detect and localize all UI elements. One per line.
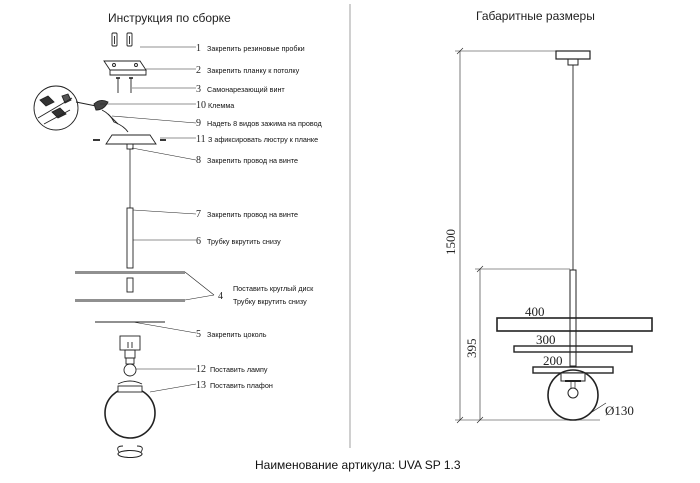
- canopy-top: [555, 50, 591, 66]
- svg-text:13: 13: [196, 380, 206, 391]
- canopy-icon: [93, 134, 166, 150]
- svg-text:6: 6: [196, 236, 201, 247]
- svg-text:Надеть 8 видов зажима на прово: Надеть 8 видов зажима на провод: [207, 119, 322, 128]
- step-10: 10 Клемма: [196, 100, 234, 111]
- mounting-bracket-icon: [103, 60, 147, 76]
- retaining-ring-icon: [117, 445, 143, 459]
- dim-shade-diameter: Ø130: [605, 403, 634, 418]
- svg-text:Закрепить провод на винте: Закрепить провод на винте: [207, 156, 298, 165]
- svg-text:9: 9: [196, 118, 201, 129]
- round-disc-icon: [75, 271, 185, 323]
- terminal-block-icon: [93, 99, 129, 133]
- step-1: 1 Закрепить резиновые пробки: [196, 43, 305, 54]
- disc-large: [496, 317, 653, 332]
- shade-sphere: [547, 369, 599, 421]
- svg-text:7: 7: [196, 209, 201, 220]
- svg-text:Закрепить резиновые пробки: Закрепить резиновые пробки: [207, 44, 305, 53]
- socket-icon: [119, 335, 141, 359]
- svg-text:Трубку вкрутить снизу: Трубку вкрутить снизу: [233, 297, 307, 306]
- glass-shade-icon: [104, 380, 156, 439]
- svg-text:5: 5: [196, 329, 201, 340]
- svg-text:Закрепить провод на винте: Закрепить провод на винте: [207, 210, 298, 219]
- rubber-plug-icon: [111, 32, 133, 47]
- step-2: 2 Закрепить планку к потолку: [196, 65, 300, 76]
- step-7: 7 Закрепить провод на винте: [196, 209, 298, 220]
- dim-disc-large: 400: [525, 304, 545, 319]
- svg-text:4: 4: [218, 291, 223, 302]
- svg-text:8: 8: [196, 155, 201, 166]
- svg-text:Закрепить цоколь: Закрепить цоколь: [207, 330, 267, 339]
- step-5: 5 Закрепить цоколь: [196, 329, 267, 340]
- lamp-bulb-icon: [123, 357, 137, 377]
- svg-text:11: 11: [196, 134, 206, 145]
- svg-text:Поставить лампу: Поставить лампу: [210, 365, 268, 374]
- disc-medium: [513, 345, 633, 353]
- leader-lines: [100, 46, 215, 393]
- screw-icon: [116, 77, 133, 93]
- step-3: 3 Самонарезающий винт: [196, 84, 285, 95]
- dim-height-total: 1500: [443, 229, 458, 255]
- step-9: 9 Надеть 8 видов зажима на провод: [196, 118, 322, 129]
- svg-text:2: 2: [196, 65, 201, 76]
- dimensions-title: Габаритные размеры: [476, 9, 595, 23]
- product-name-caption: Наименование артикула: UVA SP 1.3: [255, 458, 461, 472]
- svg-text:Поставить круглый диск: Поставить круглый диск: [233, 284, 314, 293]
- tube-upper: [126, 207, 134, 269]
- dim-disc-medium: 300: [536, 332, 556, 347]
- tube-lower: [126, 277, 134, 293]
- svg-text:Поставить плафон: Поставить плафон: [210, 381, 273, 390]
- step-8: 8 Закрепить провод на винте: [196, 155, 298, 166]
- svg-text:Самонарезающий винт: Самонарезающий винт: [207, 85, 285, 94]
- step-4: 4 Поставить круглый диск Трубку вкрутить…: [218, 284, 314, 306]
- dim-disc-small: 200: [543, 353, 563, 368]
- svg-text:Трубку вкрутить снизу: Трубку вкрутить снизу: [207, 237, 281, 246]
- dimensions-drawing: [455, 47, 653, 424]
- dimension-labels: 1500 395 400 300 200 Ø130: [443, 229, 634, 418]
- svg-text:10: 10: [196, 100, 206, 111]
- svg-text:12: 12: [196, 364, 206, 375]
- step-6: 6 Трубку вкрутить снизу: [196, 236, 281, 247]
- svg-text:Клемма: Клемма: [208, 101, 234, 110]
- svg-text:Закрепить планку к потолку: Закрепить планку к потолку: [207, 66, 300, 75]
- dim-height-body: 395: [464, 339, 479, 359]
- step-13: 13 Поставить плафон: [196, 380, 273, 391]
- svg-text:3: 3: [196, 84, 201, 95]
- svg-text:З афиксировать люстру к планке: З афиксировать люстру к планке: [208, 135, 318, 144]
- assembly-title: Инструкция по сборке: [108, 11, 231, 25]
- assembly-steps: 1 Закрепить резиновые пробки 2 Закрепить…: [196, 43, 322, 391]
- dimension-lines: [455, 47, 607, 424]
- step-12: 12 Поставить лампу: [196, 364, 268, 375]
- terminal-detail-icon: [33, 85, 97, 131]
- svg-text:1: 1: [196, 43, 201, 54]
- assembly-drawing: [33, 32, 215, 459]
- step-11: 11 З афиксировать люстру к планке: [196, 134, 318, 145]
